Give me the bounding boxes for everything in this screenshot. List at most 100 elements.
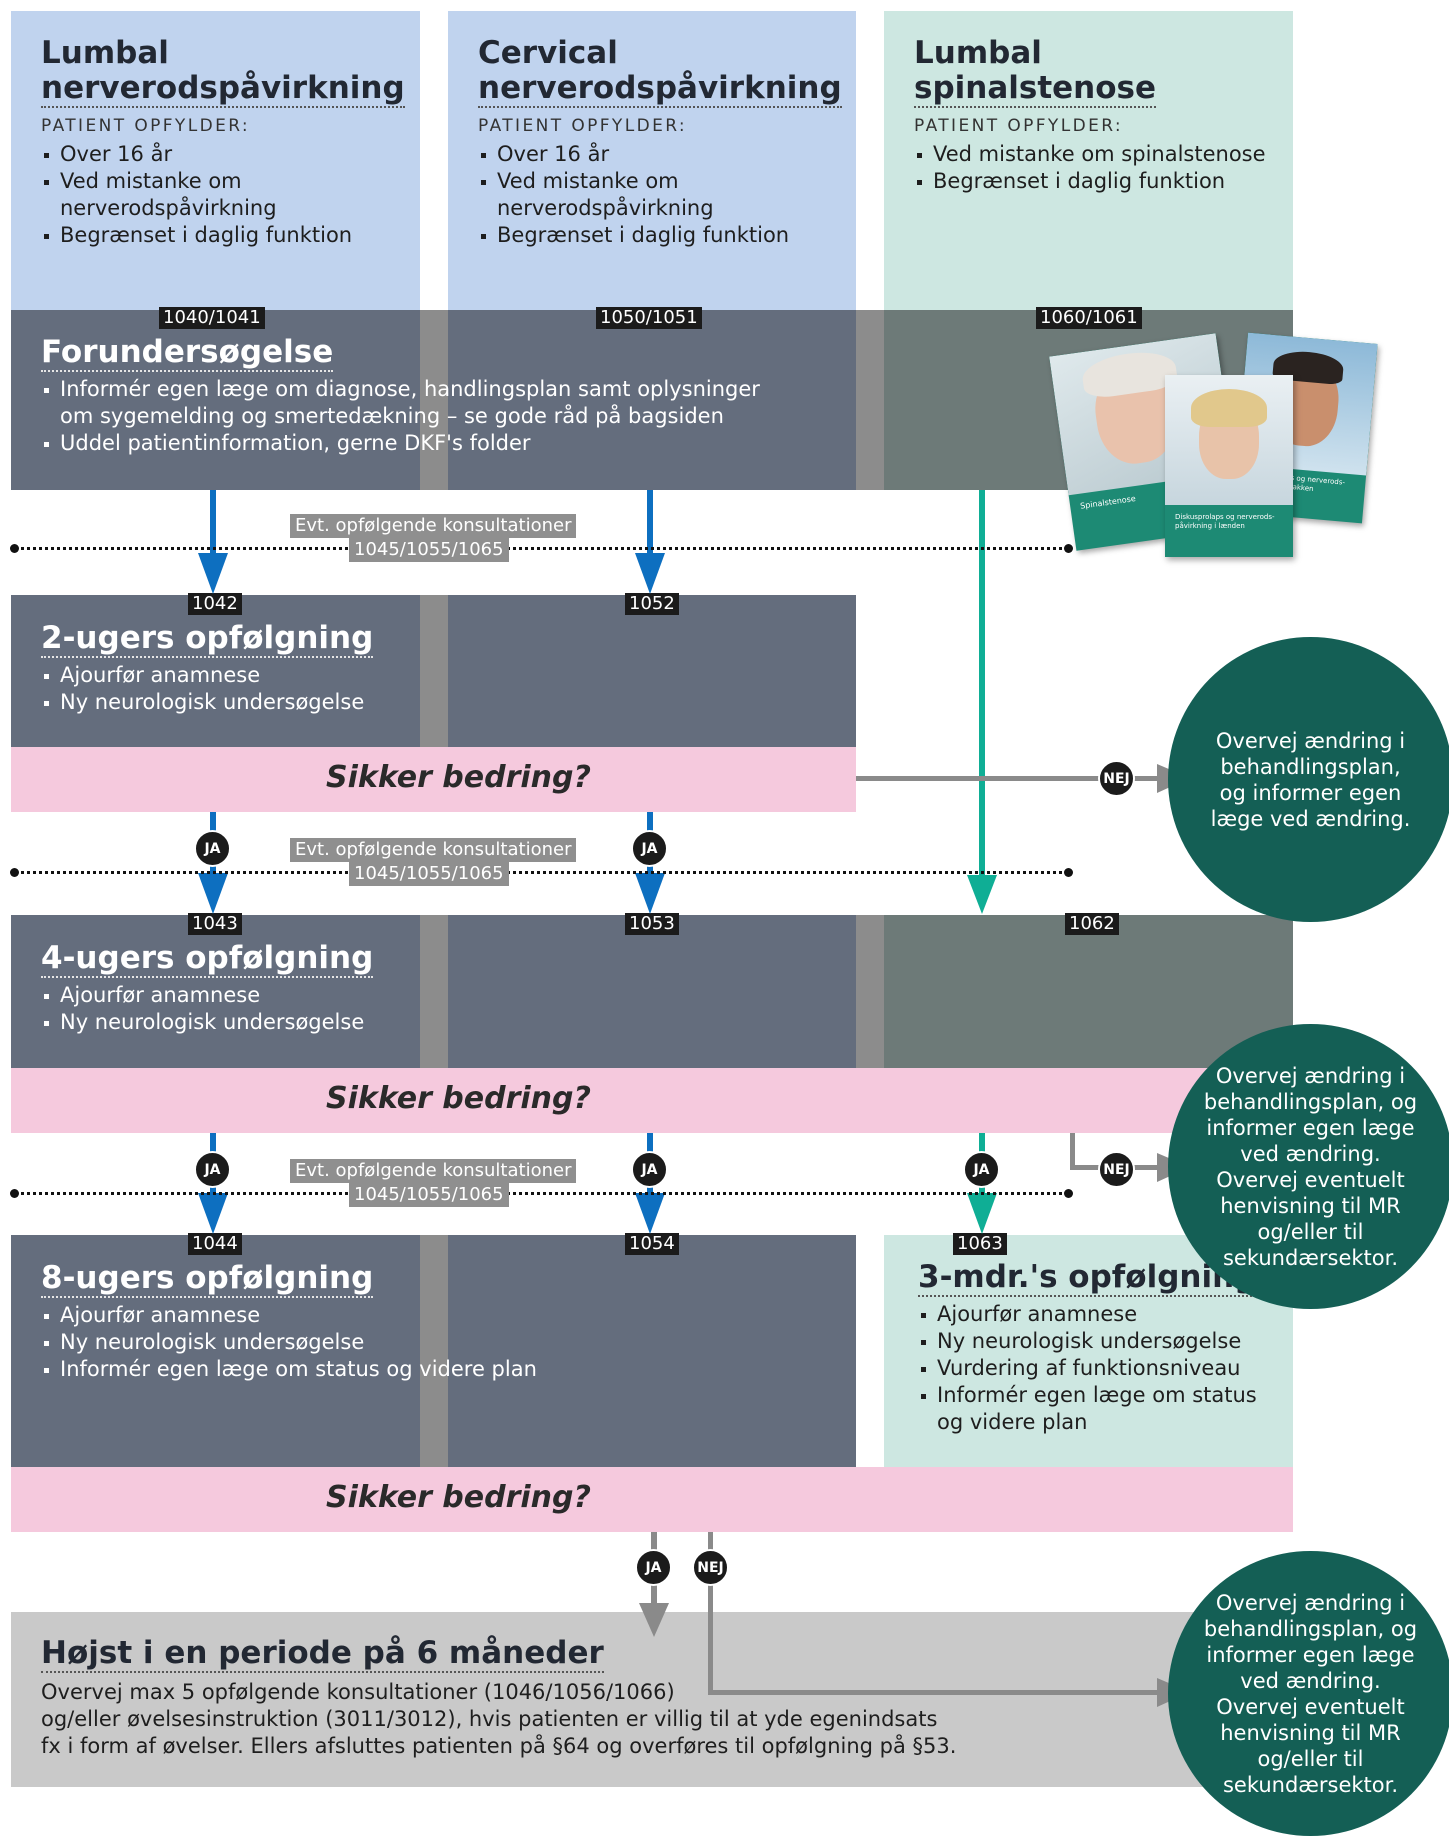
advice-text: Overvej ændring i behandlingsplan, og in… [1203, 1063, 1418, 1270]
blue-arrowhead [635, 1193, 665, 1234]
task-list: Ajourfør anamnese Ny neurologisk undersø… [41, 662, 411, 716]
teal-arrowhead [967, 875, 997, 914]
task-list: Informér egen læge om diagnose, handling… [41, 376, 801, 457]
code-label: 1063 [953, 1233, 1007, 1255]
question-text: Sikker bedring? [326, 760, 591, 795]
column-subtitle: PATIENT OPFYLDER: [41, 116, 251, 136]
four-weeks-band-stenosis [884, 915, 1293, 1068]
final-text: Overvej max 5 opfølgende konsultationer … [41, 1679, 1041, 1760]
lumbal-nerve-header [11, 11, 420, 310]
list-item: Ajourfør anamnese [41, 982, 411, 1009]
list-item: Ajourfør anamnese [41, 1302, 741, 1329]
brochure-title: Diskusprolaps og nerverods-påvirkning i … [1175, 513, 1275, 530]
advice-circle: Overvej ændring i behandlingsplan, og in… [1168, 637, 1449, 922]
blue-arrowhead [198, 1193, 228, 1234]
no-badge: NEJ [1098, 1151, 1135, 1188]
code-label: 1053 [625, 913, 679, 935]
followup-codes: 1045/1055/1065 [349, 1183, 509, 1207]
list-item: Informér egen læge om diagnose, handling… [41, 376, 760, 430]
column-separator [856, 310, 884, 490]
list-item: Uddel patientinformation, gerne DKF's fo… [41, 430, 801, 457]
column-separator [420, 310, 448, 490]
list-item: Begrænset i daglig funktion [478, 222, 848, 249]
column-subtitle: PATIENT OPFYLDER: [478, 116, 688, 136]
final-line: fx i form af øvelser. Ellers afsluttes p… [41, 1734, 957, 1758]
yes-badge: JA [631, 830, 668, 867]
list-item: Ved mistanke om nerverodspåvirkning [41, 168, 300, 222]
brochure-laenden: Diskusprolaps og nerverods-påvirkning i … [1165, 375, 1293, 557]
task-list: Ajourfør anamnese Ny neurologisk undersø… [41, 1302, 741, 1383]
list-item: Ved mistanke om spinalstenose [914, 141, 1284, 168]
criteria-list: Ved mistanke om spinalstenose Begrænset … [914, 141, 1284, 195]
column-separator [420, 915, 448, 1068]
code-label: 1062 [1065, 913, 1119, 935]
list-item: Ny neurologisk undersøgelse [41, 689, 411, 716]
column-separator [420, 1235, 448, 1467]
column-separator [420, 595, 448, 747]
section-title: 4-ugers opfølgning [41, 940, 374, 978]
code-label: 1040/1041 [159, 307, 265, 329]
advice-text: Overvej ændring i behandlingsplan, og in… [1210, 728, 1411, 831]
column-subtitle: PATIENT OPFYLDER: [914, 116, 1124, 136]
code-label: 1060/1061 [1036, 307, 1142, 329]
followup-codes: 1045/1055/1065 [349, 862, 509, 886]
yes-badge: JA [635, 1549, 672, 1586]
code-label: 1054 [625, 1233, 679, 1255]
followup-label: Evt. opfølgende konsultationer [290, 1159, 577, 1183]
question-text: Sikker bedring? [326, 1081, 591, 1116]
list-item: Ny neurologisk undersøgelse [41, 1329, 741, 1356]
followup-dotted-line [14, 871, 1069, 874]
line-endpoint [1064, 868, 1073, 877]
section-title: 2-ugers opfølgning [41, 620, 374, 658]
followup-label: Evt. opfølgende konsultationer [290, 838, 577, 862]
list-item: Vurdering af funktionsniveau [918, 1355, 1288, 1382]
yes-badge: JA [963, 1151, 1000, 1188]
no-badge: NEJ [692, 1549, 729, 1586]
advice-circle: Overvej ændring i behandlingsplan, og in… [1168, 1551, 1449, 1836]
list-item: Over 16 år [41, 141, 411, 168]
yes-badge: JA [194, 1151, 231, 1188]
line-endpoint [1064, 1189, 1073, 1198]
blue-line [210, 490, 216, 555]
list-item: Begrænset i daglig funktion [41, 222, 411, 249]
list-item: Begrænset i daglig funktion [914, 168, 1284, 195]
blue-line [647, 490, 653, 555]
final-line: og/eller øvelsesinstruktion (3011/3012),… [41, 1707, 938, 1731]
final-title: Højst i en periode på 6 måneder [41, 1635, 604, 1673]
cervical-nerve-header [448, 11, 856, 310]
followup-label: Evt. opfølgende konsultationer [290, 514, 577, 538]
advice-circle: Overvej ændring i behandlingsplan, og in… [1168, 1024, 1449, 1309]
column-separator [856, 915, 884, 1068]
code-label: 1042 [188, 593, 242, 615]
blue-arrowhead [198, 873, 228, 914]
section-title: Forundersøgelse [41, 334, 334, 372]
list-item: Ny neurologisk undersøgelse [918, 1328, 1288, 1355]
followup-codes: 1045/1055/1065 [349, 538, 509, 562]
followup-dotted-line [14, 547, 1069, 550]
list-item: Ny neurologisk undersøgelse [41, 1009, 411, 1036]
yes-badge: JA [194, 830, 231, 867]
list-item: Ajourfør anamnese [918, 1301, 1288, 1328]
task-list: Ajourfør anamnese Ny neurologisk undersø… [918, 1301, 1288, 1436]
question-text: Sikker bedring? [326, 1480, 591, 1515]
question-band [11, 1467, 1293, 1532]
question-band [11, 747, 856, 812]
no-badge: NEJ [1098, 760, 1135, 797]
gray-line [1070, 1133, 1075, 1170]
spinal-stenosis-header [884, 11, 1293, 310]
list-item: Over 16 år [478, 141, 848, 168]
line-endpoint [1064, 544, 1073, 553]
code-label: 1050/1051 [596, 307, 702, 329]
criteria-list: Over 16 år Ved mistanke om nerverodspåvi… [41, 141, 411, 249]
advice-text: Overvej ændring i behandlingsplan, og in… [1203, 1590, 1418, 1797]
blue-arrowhead [635, 873, 665, 914]
section-title: 3-mdr.'s opfølgning [918, 1259, 1257, 1297]
code-label: 1043 [188, 913, 242, 935]
list-item: Informér egen læge om status og videre p… [41, 1356, 741, 1383]
section-title: 8-ugers opfølgning [41, 1260, 374, 1298]
yes-badge: JA [631, 1151, 668, 1188]
blue-arrowhead [198, 553, 228, 594]
